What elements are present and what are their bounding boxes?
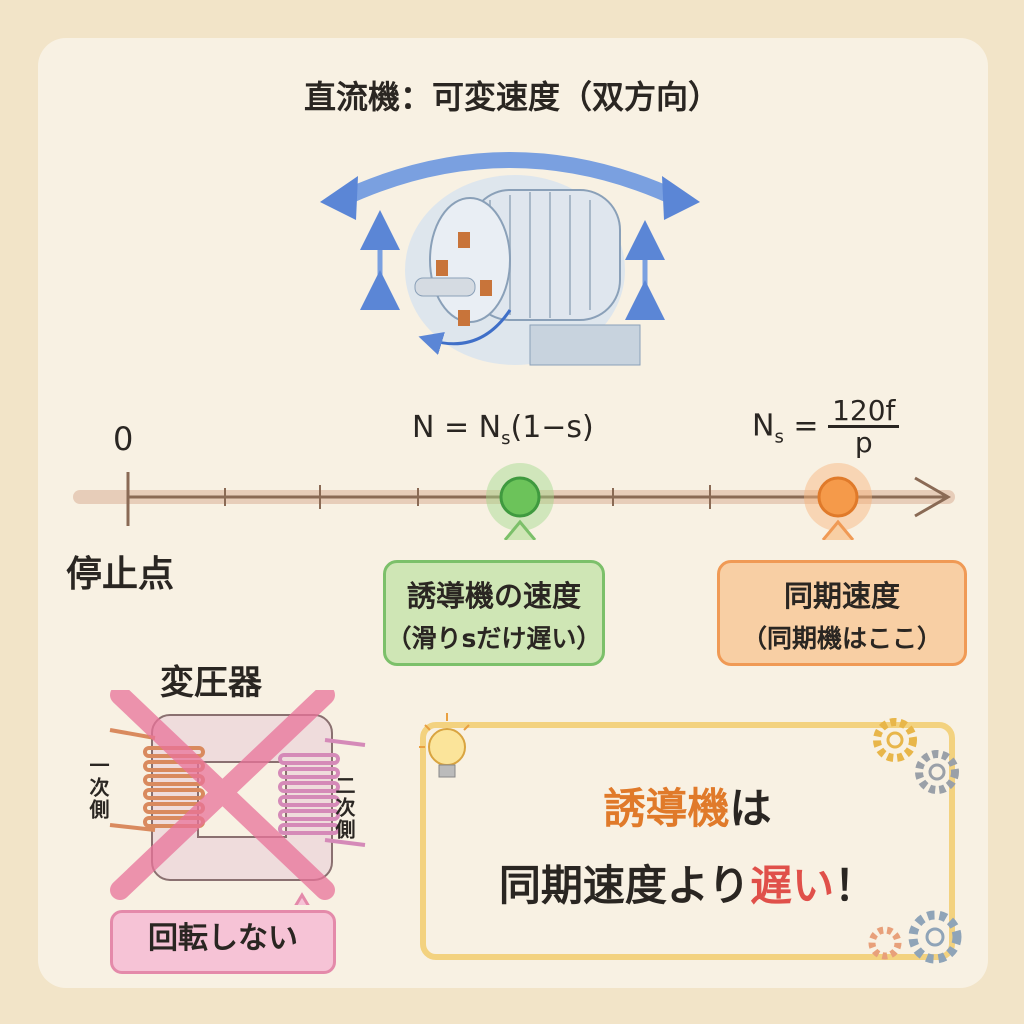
sync-speed-callout: 同期速度 （同期機はここ） <box>717 560 967 666</box>
dc-motor-illustration <box>320 152 700 366</box>
induction-speed-formula: N = Ns(1−s) <box>412 410 594 449</box>
no-rotation-label: 回転しない <box>110 910 336 974</box>
bidirectional-arrow-icon <box>332 152 688 208</box>
secondary-side-label: 二次側 <box>332 775 356 841</box>
speed-axis <box>73 463 955 540</box>
transformer-title: 変圧器 <box>160 663 262 703</box>
gears-top-icon <box>873 718 959 794</box>
zero-label: 0 <box>113 420 134 458</box>
conclusion-line-2: 同期速度より遅い！ <box>498 861 877 910</box>
conclusion-frame <box>420 722 955 960</box>
secondary-coil-icon <box>278 738 366 847</box>
stop-point-label: 停止点 <box>66 554 175 595</box>
cross-mark-icon <box>110 690 335 900</box>
transformer-illustration <box>109 690 366 905</box>
sync-speed-marker <box>817 476 859 518</box>
lightbulb-icon <box>419 713 470 778</box>
axis-arrowhead-icon <box>914 476 952 518</box>
dc-machine-title: 直流機：可変速度（双方向） <box>303 78 720 116</box>
induction-speed-callout: 誘導機の速度 （滑りsだけ遅い） <box>383 560 605 666</box>
axis-ticks <box>224 485 711 509</box>
induction-speed-marker <box>499 476 541 518</box>
primary-side-label: 一次側 <box>86 755 110 821</box>
gears-bottom-icon <box>868 910 962 964</box>
conclusion-line-1: 誘導機は <box>603 784 772 833</box>
